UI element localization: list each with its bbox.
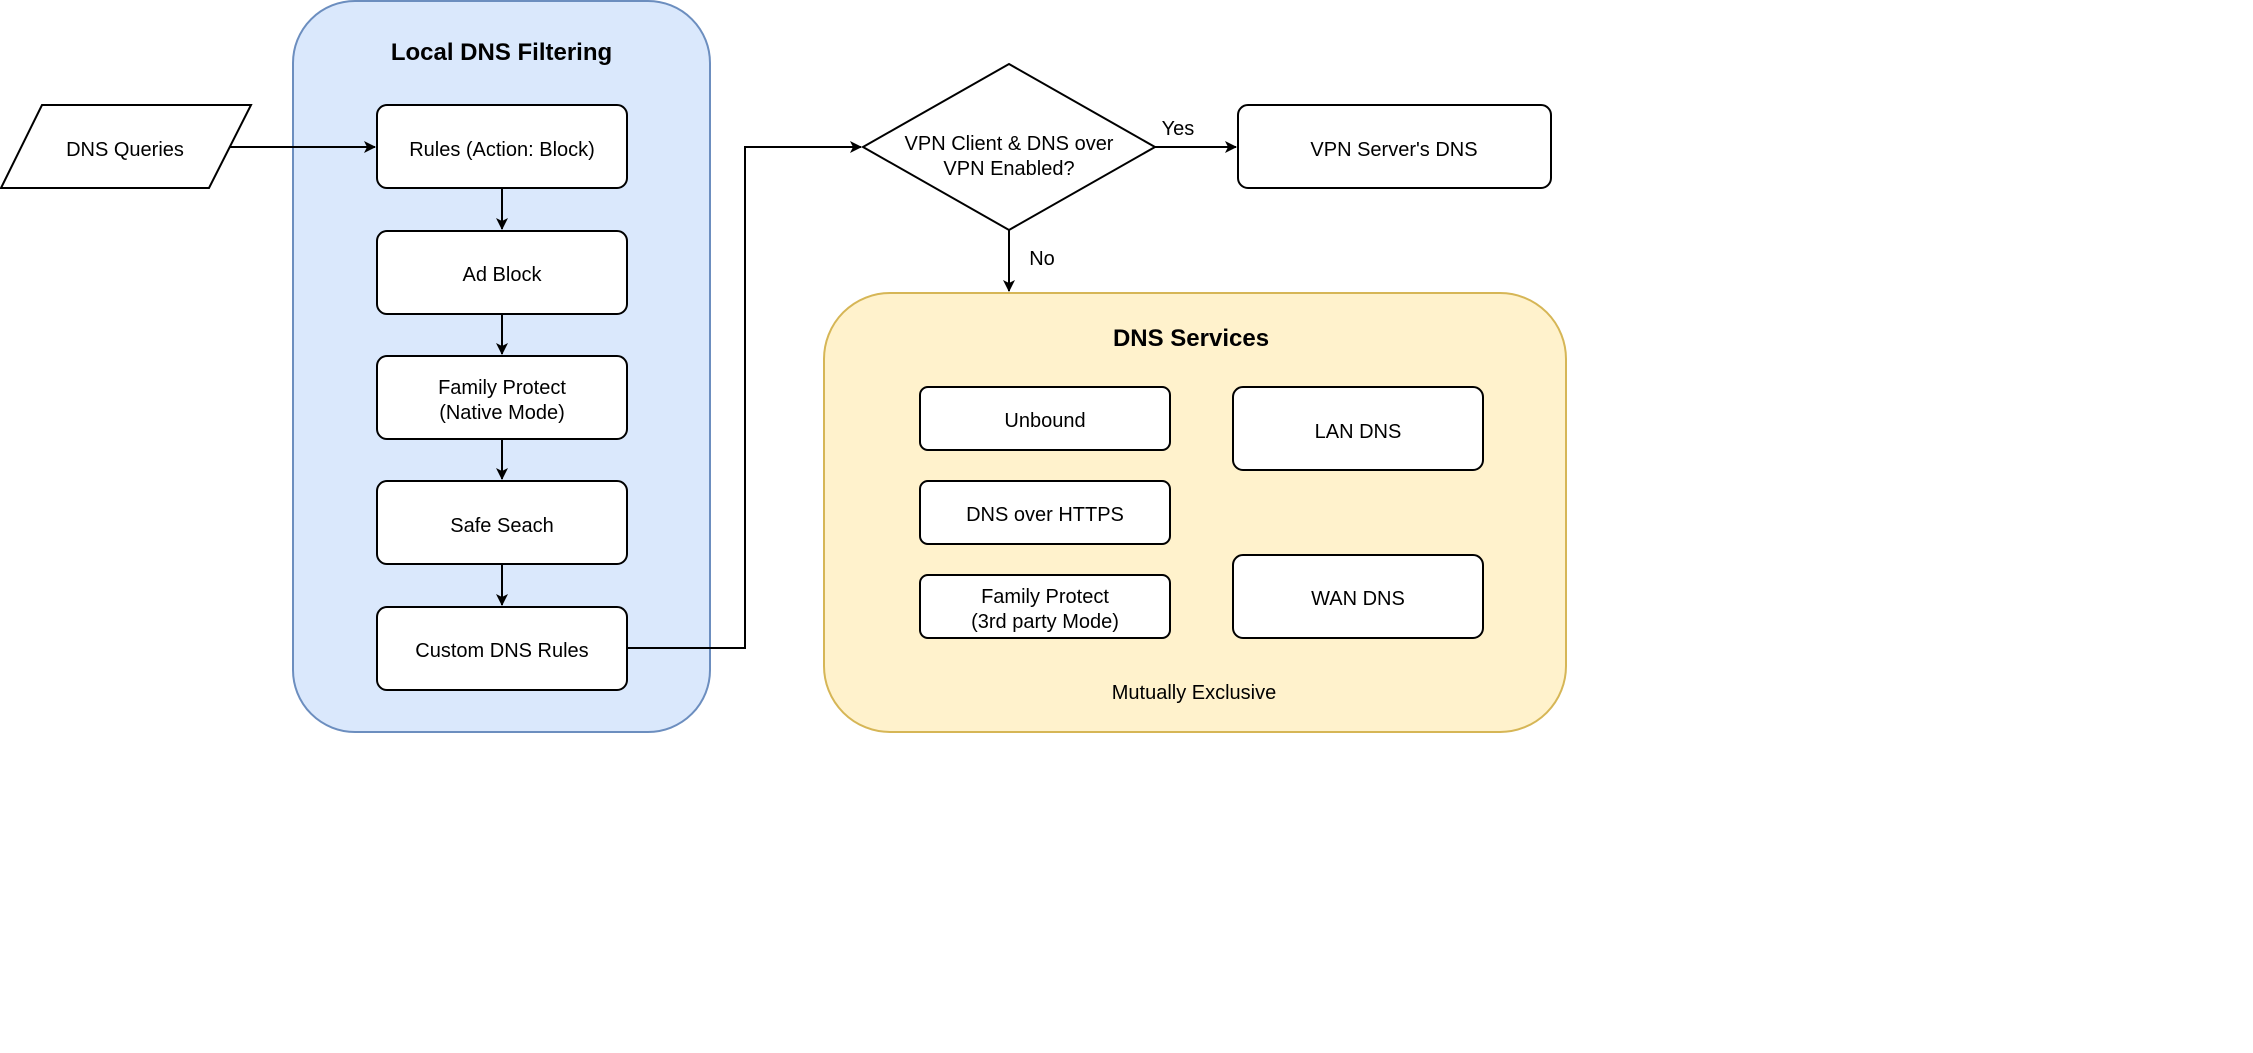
dns-service-label: Unbound <box>1004 410 1085 432</box>
dns-queries-node <box>0 104 253 189</box>
dns-service-label: DNS over HTTPS <box>966 504 1124 526</box>
filter-step-label: Ad Block <box>463 264 543 286</box>
dns-service-label: Family Protect <box>981 586 1109 608</box>
dns-flow-diagram: Local DNS Filtering DNS Services Mutuall… <box>0 0 1567 733</box>
filter-step-label: (Native Mode) <box>439 402 565 424</box>
filter-step-safe-search: Safe Seach <box>376 480 628 565</box>
dns-service-wan-dns: WAN DNS <box>1232 554 1484 639</box>
vpn-decision-label: VPN Enabled? <box>943 158 1074 180</box>
dns-service-label: LAN DNS <box>1315 421 1402 443</box>
dns-queries-label: DNS Queries <box>66 139 184 161</box>
local-dns-filtering-title: Local DNS Filtering <box>391 39 612 66</box>
dns-service-label: (3rd party Mode) <box>971 611 1119 633</box>
vpn-server-dns-node <box>1237 104 1552 189</box>
dns-service-unbound: Unbound <box>919 386 1171 451</box>
dns-service-lan-dns: LAN DNS <box>1232 386 1484 471</box>
filter-step-custom-dns-rules: Custom DNS Rules <box>376 606 628 691</box>
filter-step-label: Safe Seach <box>450 515 553 537</box>
filter-step-ad-block: Ad Block <box>376 230 628 315</box>
vpn-server-dns-label: VPN Server's DNS <box>1310 139 1477 161</box>
filter-step-family-protect-native: Family Protect (Native Mode) <box>376 355 628 440</box>
filter-step-label: Custom DNS Rules <box>415 640 588 662</box>
dns-service-family-protect-3rd-party: Family Protect (3rd party Mode) <box>919 574 1171 639</box>
dns-services-title: DNS Services <box>1113 325 1269 352</box>
filter-step-label: Rules (Action: Block) <box>409 139 595 161</box>
filter-step-rules: Rules (Action: Block) <box>376 104 628 189</box>
dns-service-dns-over-https: DNS over HTTPS <box>919 480 1171 545</box>
vpn-decision-label: VPN Client & DNS over <box>905 133 1114 155</box>
no-label: No <box>1029 248 1055 270</box>
edge-custom-rules-to-decision <box>627 141 862 649</box>
filter-step-label: Family Protect <box>438 377 566 399</box>
mutually-exclusive-label: Mutually Exclusive <box>1112 682 1277 704</box>
dns-service-label: WAN DNS <box>1311 588 1405 610</box>
yes-label: Yes <box>1162 118 1195 140</box>
